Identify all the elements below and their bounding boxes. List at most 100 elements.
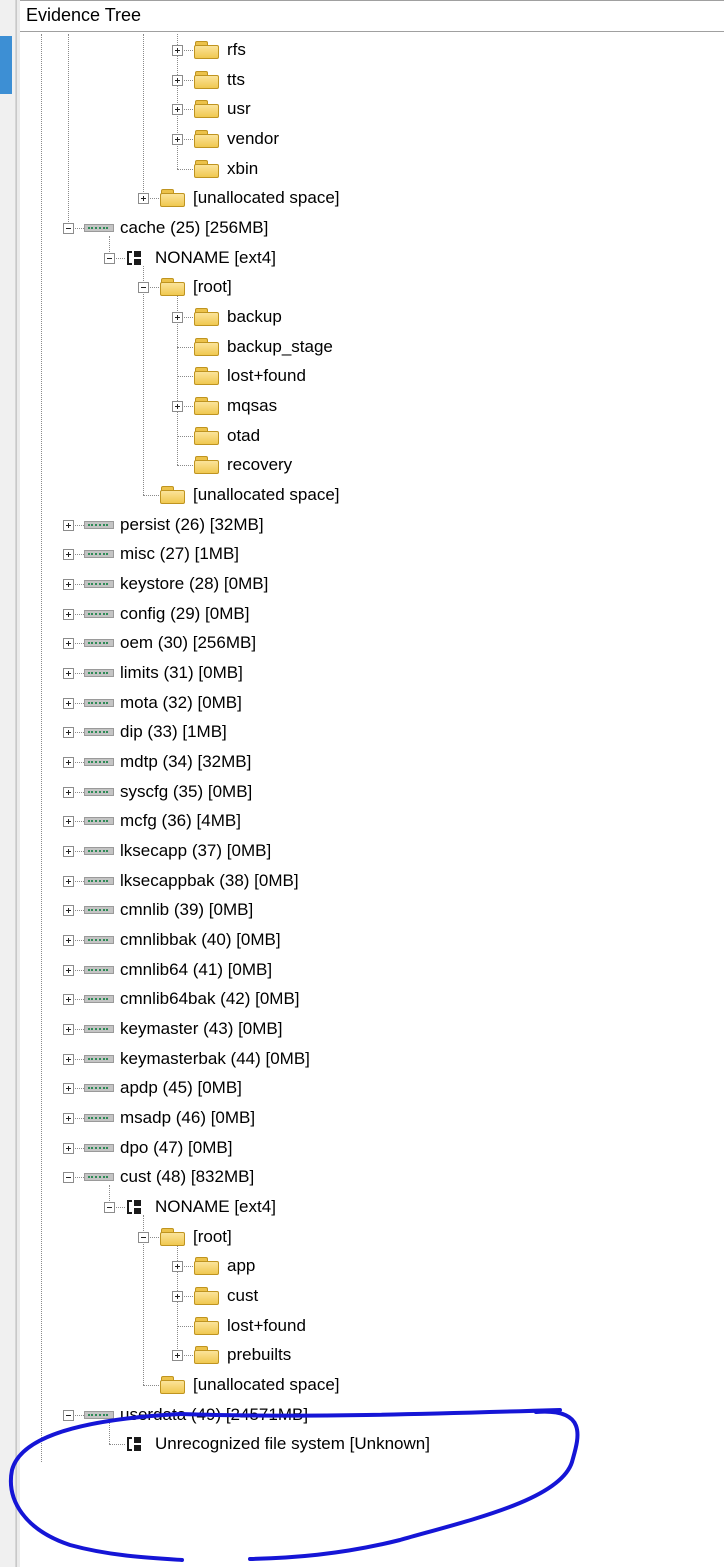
tree-node-label[interactable]: Unrecognized file system [Unknown] <box>155 1434 430 1453</box>
expand-toggle-plus[interactable] <box>63 1143 74 1154</box>
expand-toggle-plus[interactable] <box>172 1261 183 1272</box>
expand-toggle-plus[interactable] <box>63 520 74 531</box>
expand-toggle-plus[interactable] <box>138 193 149 204</box>
tree-node-label[interactable]: persist (26) [32MB] <box>120 515 264 534</box>
tree-node-label[interactable]: app <box>227 1256 256 1275</box>
tree-node-label[interactable]: syscfg (35) [0MB] <box>120 782 253 801</box>
tree-connector-line <box>41 34 42 1462</box>
expand-toggle-plus[interactable] <box>63 638 74 649</box>
expand-toggle-minus[interactable] <box>138 282 149 293</box>
expand-toggle-plus[interactable] <box>172 1291 183 1302</box>
expand-toggle-plus[interactable] <box>172 104 183 115</box>
expand-toggle-plus[interactable] <box>172 401 183 412</box>
tree-node-label[interactable]: prebuilts <box>227 1345 292 1364</box>
expand-toggle-plus[interactable] <box>63 757 74 768</box>
expand-toggle-plus[interactable] <box>63 787 74 798</box>
tree-node-label[interactable]: cust (48) [832MB] <box>120 1167 255 1186</box>
tree-connector-line <box>68 703 84 704</box>
tree-node-label[interactable]: msadp (46) [0MB] <box>120 1108 256 1127</box>
expand-toggle-plus[interactable] <box>63 698 74 709</box>
expand-toggle-plus[interactable] <box>63 965 74 976</box>
tree-node-label[interactable]: otad <box>227 426 261 445</box>
expand-toggle-plus[interactable] <box>63 579 74 590</box>
expand-toggle-minus[interactable] <box>63 1410 74 1421</box>
tree-node-label[interactable]: rfs <box>227 40 246 59</box>
tree-node-label[interactable]: vendor <box>227 129 279 148</box>
tree-node-label[interactable]: oem (30) [256MB] <box>120 633 257 652</box>
tree-node-label[interactable]: mdtp (34) [32MB] <box>120 752 252 771</box>
tree-node-label[interactable]: cmnlib64bak (42) [0MB] <box>120 989 300 1008</box>
tree-node-label[interactable]: userdata (49) [24571MB] <box>120 1405 309 1424</box>
tree-node-label[interactable]: [unallocated space] <box>193 188 340 207</box>
tree-node-label[interactable]: lksecapp (37) [0MB] <box>120 841 272 860</box>
folder-icon <box>193 129 221 149</box>
tree-node-label[interactable]: cache (25) [256MB] <box>120 218 269 237</box>
tree-node-label[interactable]: [unallocated space] <box>193 485 340 504</box>
expand-toggle-minus[interactable] <box>63 223 74 234</box>
tree-node-label[interactable]: cust <box>227 1286 259 1305</box>
expand-toggle-plus[interactable] <box>172 45 183 56</box>
tree-node-label[interactable]: lost+found <box>227 366 306 385</box>
expand-toggle-plus[interactable] <box>63 994 74 1005</box>
partition-drive-icon <box>84 906 114 914</box>
expand-toggle-plus[interactable] <box>63 549 74 560</box>
tree-connector-line <box>143 495 159 496</box>
file-system-icon <box>125 248 143 268</box>
tree-connector-line <box>109 1207 125 1208</box>
tree-node-label[interactable]: cmnlib64 (41) [0MB] <box>120 960 273 979</box>
tree-node-label[interactable]: apdp (45) [0MB] <box>120 1078 242 1097</box>
expand-toggle-plus[interactable] <box>172 75 183 86</box>
tree-node-label[interactable]: usr <box>227 99 251 118</box>
tree-node-label[interactable]: backup_stage <box>227 337 333 356</box>
expand-toggle-plus[interactable] <box>172 1350 183 1361</box>
panel-splitter[interactable] <box>16 0 20 1567</box>
expand-toggle-plus[interactable] <box>63 816 74 827</box>
expand-toggle-plus[interactable] <box>63 609 74 620</box>
expand-toggle-minus[interactable] <box>138 1232 149 1243</box>
tree-node-label[interactable]: NONAME [ext4] <box>155 248 276 267</box>
partition-drive-icon <box>84 521 114 529</box>
tree-node-label[interactable]: dip (33) [1MB] <box>120 722 227 741</box>
tree-node-label[interactable]: mcfg (36) [4MB] <box>120 811 241 830</box>
expand-toggle-minus[interactable] <box>63 1172 74 1183</box>
expand-toggle-minus[interactable] <box>104 1202 115 1213</box>
tree-node-label[interactable]: lost+found <box>227 1316 306 1335</box>
tree-node-label[interactable]: NONAME [ext4] <box>155 1197 276 1216</box>
expand-toggle-plus[interactable] <box>172 134 183 145</box>
expand-toggle-plus[interactable] <box>63 1054 74 1065</box>
tree-node-label[interactable]: keymaster (43) [0MB] <box>120 1019 283 1038</box>
tree-node-label[interactable]: [root] <box>193 1227 232 1246</box>
expand-toggle-plus[interactable] <box>172 312 183 323</box>
expand-toggle-plus[interactable] <box>63 846 74 857</box>
expand-toggle-plus[interactable] <box>63 1083 74 1094</box>
tree-node-label[interactable]: [root] <box>193 277 232 296</box>
tree-node-label[interactable]: [unallocated space] <box>193 1375 340 1394</box>
partition-drive-icon <box>84 877 114 885</box>
folder-icon <box>159 485 187 505</box>
tree-node-label[interactable]: mqsas <box>227 396 278 415</box>
tree-node-label[interactable]: lksecappbak (38) [0MB] <box>120 871 299 890</box>
expand-toggle-plus[interactable] <box>63 905 74 916</box>
tree-node-label[interactable]: cmnlib (39) [0MB] <box>120 900 254 919</box>
expand-toggle-minus[interactable] <box>104 253 115 264</box>
expand-toggle-plus[interactable] <box>63 1113 74 1124</box>
tree-connector-line <box>109 1423 110 1444</box>
expand-toggle-plus[interactable] <box>63 668 74 679</box>
tree-node-label[interactable]: keystore (28) [0MB] <box>120 574 269 593</box>
tree-node-label[interactable]: dpo (47) [0MB] <box>120 1138 233 1157</box>
expand-toggle-plus[interactable] <box>63 1024 74 1035</box>
tree-node-label[interactable]: config (29) [0MB] <box>120 604 250 623</box>
folder-icon <box>193 426 221 446</box>
tree-node-label[interactable]: tts <box>227 70 245 89</box>
tree-node-label[interactable]: cmnlibbak (40) [0MB] <box>120 930 281 949</box>
tree-node-label[interactable]: mota (32) [0MB] <box>120 693 242 712</box>
tree-node-label[interactable]: limits (31) [0MB] <box>120 663 243 682</box>
expand-toggle-plus[interactable] <box>63 727 74 738</box>
expand-toggle-plus[interactable] <box>63 935 74 946</box>
tree-node-label[interactable]: keymasterbak (44) [0MB] <box>120 1049 310 1068</box>
tree-node-label[interactable]: recovery <box>227 455 293 474</box>
tree-node-label[interactable]: xbin <box>227 159 259 178</box>
expand-toggle-plus[interactable] <box>63 876 74 887</box>
tree-node-label[interactable]: misc (27) [1MB] <box>120 544 240 563</box>
tree-node-label[interactable]: backup <box>227 307 282 326</box>
